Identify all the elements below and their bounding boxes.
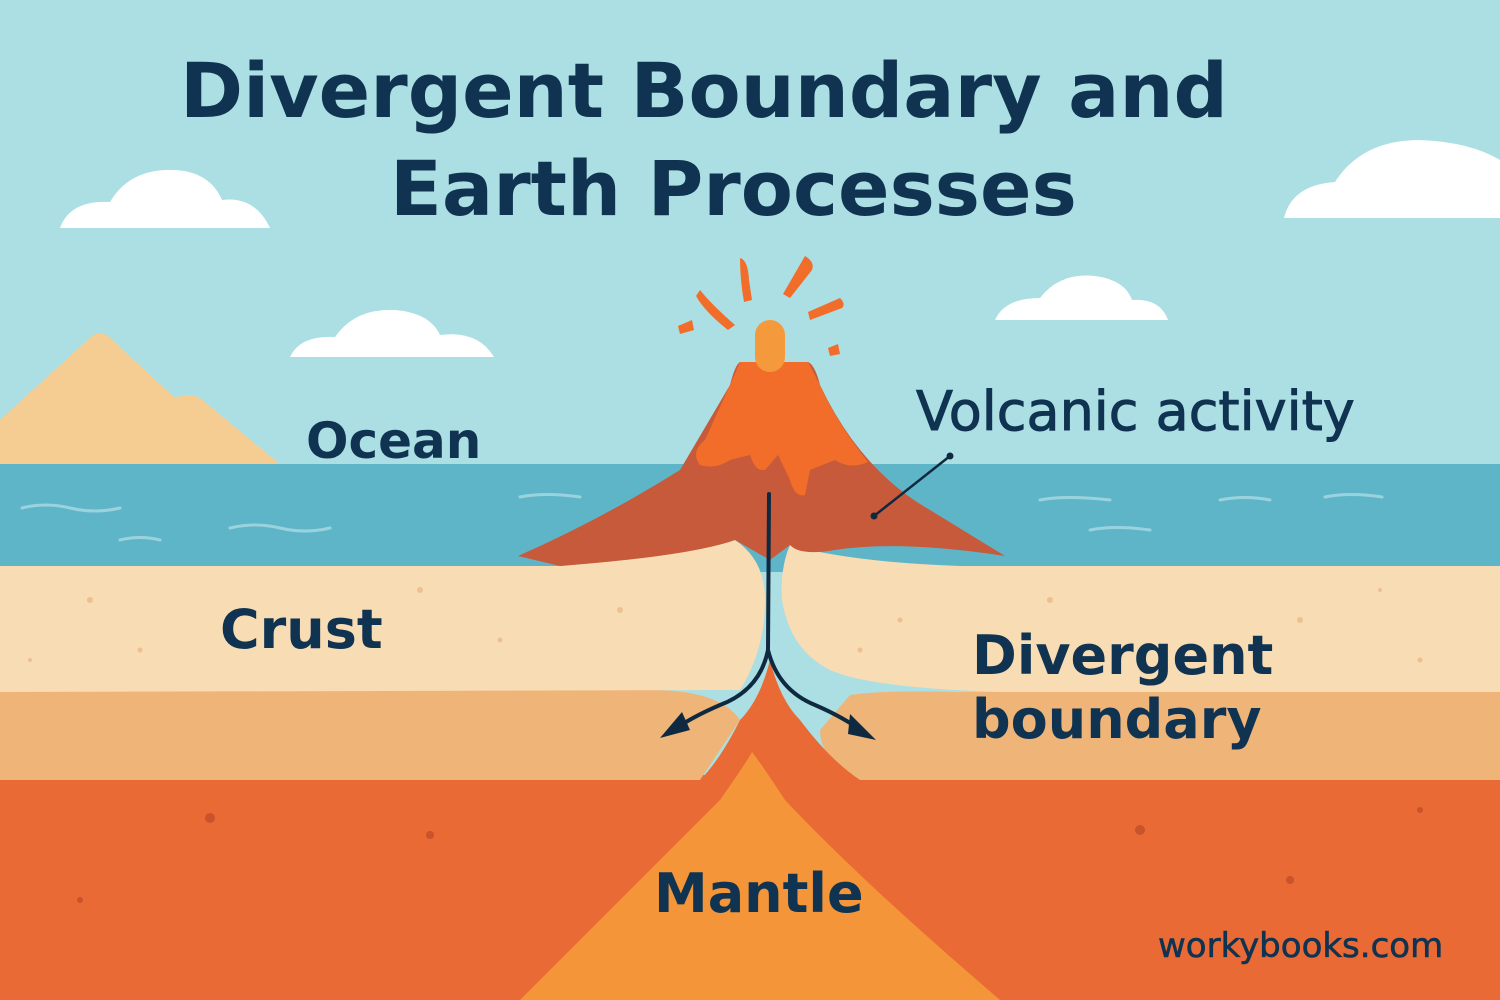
crust-lower-right — [820, 691, 1500, 780]
crust-speckles — [28, 587, 1423, 663]
title-line-2: Earth Processes — [390, 144, 1077, 233]
crust-label: Crust — [220, 598, 383, 661]
cloud-icon — [995, 275, 1168, 320]
crust-lower-left — [0, 690, 740, 780]
divergent-label-line-2: boundary — [972, 688, 1262, 751]
source-credit: workybooks.com — [1158, 926, 1444, 967]
volcanic-activity-pointer — [870, 452, 954, 520]
arrow-icon — [660, 712, 876, 740]
divergent-label-line-1: Divergent — [972, 624, 1274, 687]
volcano-icon — [518, 256, 1005, 566]
mantle-upwelling — [520, 752, 1000, 1000]
cloud-icon — [290, 309, 494, 357]
volcanic-activity-label: Volcanic activity — [916, 380, 1356, 444]
crust-upper-left — [0, 540, 765, 692]
crust-upper-right — [781, 545, 1500, 692]
page-title: Divergent Boundary and Earth Processes — [180, 42, 1280, 238]
wave-lines — [20, 493, 1384, 542]
title-line-1: Divergent Boundary and — [180, 46, 1228, 135]
mantle-label: Mantle — [654, 862, 864, 925]
magma-channel — [700, 660, 860, 780]
divergent-boundary-label: Divergent boundary — [972, 624, 1273, 752]
mountain-icon — [0, 333, 282, 466]
cloud-icon — [60, 169, 270, 228]
mantle-speckles — [77, 807, 1423, 903]
cloud-icon — [1284, 140, 1500, 218]
ocean-label: Ocean — [306, 412, 482, 470]
